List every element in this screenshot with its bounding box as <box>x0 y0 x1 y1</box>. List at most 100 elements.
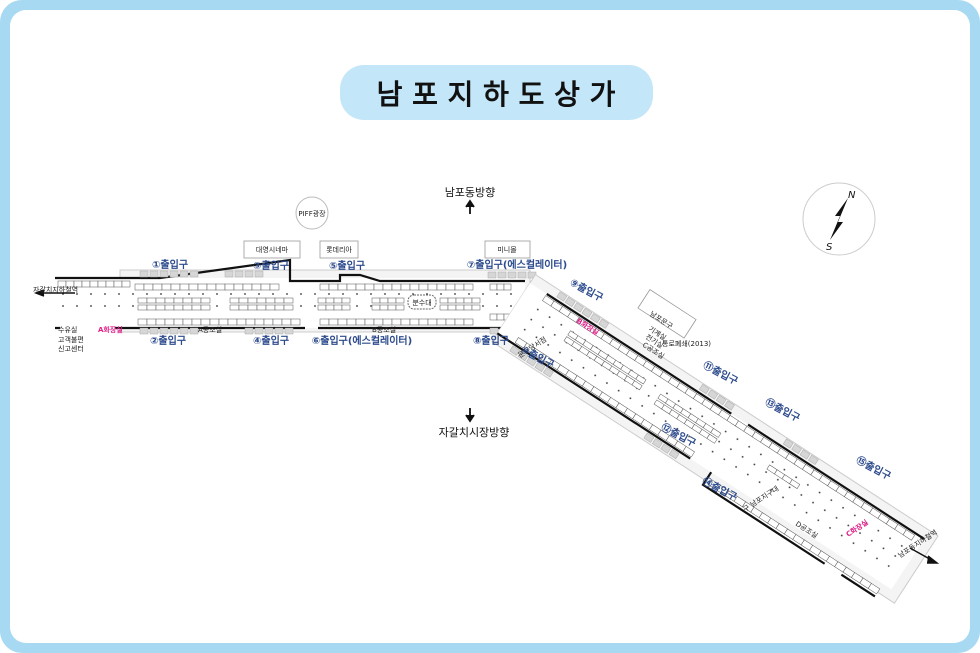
shop-unit <box>463 318 474 326</box>
shop-unit <box>121 280 131 288</box>
stair-step <box>179 327 189 335</box>
stair-step <box>139 270 149 278</box>
shop-unit <box>391 283 402 291</box>
shop-unit <box>400 283 411 291</box>
shop-unit <box>164 304 175 311</box>
shop-unit <box>496 313 505 321</box>
svg-text:S: S <box>826 242 833 253</box>
shop-unit <box>105 280 115 288</box>
shop-unit <box>260 283 271 291</box>
shop-unit <box>333 297 343 304</box>
shop-unit <box>251 283 262 291</box>
stair-step <box>808 454 819 465</box>
fountain-label: 분수대 <box>412 299 431 307</box>
shop-unit <box>346 318 357 326</box>
shop-unit <box>325 297 335 304</box>
shop-unit <box>182 318 193 326</box>
stair-step <box>159 327 169 335</box>
arrow-west-icon <box>33 289 75 297</box>
stair-step <box>169 327 179 335</box>
shop-unit <box>355 283 366 291</box>
shop-unit <box>188 283 199 291</box>
toilet-a: A화장실 <box>98 325 123 334</box>
shop-unit <box>215 283 226 291</box>
shop-unit <box>265 304 276 311</box>
shop-unit <box>471 304 481 311</box>
arrow-down-icon <box>465 408 475 423</box>
closed-passage: 통로폐쇄(2013) <box>662 339 711 348</box>
stair-step <box>234 270 244 278</box>
exit-5[interactable]: ⑤출입구 <box>329 259 365 272</box>
arrow-up-icon <box>465 199 475 214</box>
exit-6[interactable]: ⑥출입구(에스컬레이터) <box>312 334 412 347</box>
svg-text:N: N <box>848 190 856 201</box>
direction-south-label: 자갈치시장방향 <box>439 425 510 439</box>
stair-step <box>699 384 710 395</box>
shop-unit <box>395 297 405 304</box>
direction-north-label: 남포동방향 <box>445 186 496 199</box>
shop-unit <box>274 304 285 311</box>
shop-unit <box>337 318 348 326</box>
exit-3[interactable]: ③출입구 <box>253 259 289 272</box>
shop-unit <box>379 304 389 311</box>
shop-unit <box>283 304 294 311</box>
stair-step <box>724 400 735 411</box>
west-corridor: 분수대 <box>55 258 537 335</box>
shop-unit <box>328 283 339 291</box>
shop-unit <box>463 304 473 311</box>
shop-unit <box>447 304 457 311</box>
shop-unit <box>454 283 465 291</box>
shop-unit <box>269 283 280 291</box>
shop-unit <box>179 283 190 291</box>
shop-unit <box>274 297 285 304</box>
station-west: 자갈치지하철역 <box>33 285 78 294</box>
shop-unit <box>236 318 247 326</box>
shop-unit <box>445 283 456 291</box>
stair-step <box>284 327 294 335</box>
page-title: 남 포 지 하 도 상 가 <box>377 78 616 111</box>
shop-unit <box>436 283 447 291</box>
shop-unit <box>164 318 175 326</box>
stair-step <box>556 291 568 302</box>
shop-unit <box>272 318 283 326</box>
stair-step <box>264 327 274 335</box>
exit-1[interactable]: ①출입구 <box>152 258 188 271</box>
shop-unit <box>355 318 366 326</box>
shop-unit <box>902 529 916 541</box>
exit-2[interactable]: ②출입구 <box>150 334 186 347</box>
stair-step <box>564 296 576 307</box>
stair-step <box>254 270 264 278</box>
exit-4[interactable]: ④출입구 <box>253 334 289 347</box>
shop-unit <box>238 304 249 311</box>
stair-step <box>598 318 610 329</box>
shop-unit <box>233 283 244 291</box>
shop-unit <box>867 583 881 595</box>
shop-unit <box>191 297 202 304</box>
shop-unit <box>364 283 375 291</box>
stair-step <box>507 271 517 279</box>
stair-step <box>660 443 672 454</box>
stair-step <box>149 327 159 335</box>
stair-step <box>487 271 497 279</box>
shop-unit <box>436 318 447 326</box>
shop-unit <box>173 304 184 311</box>
facility-complaint-2: 신고센터 <box>58 344 84 353</box>
shop-unit <box>382 283 393 291</box>
shop-unit <box>134 283 145 291</box>
shop-unit <box>789 479 801 489</box>
shop-unit <box>427 318 438 326</box>
shop-unit <box>631 380 643 391</box>
shop-unit <box>379 297 389 304</box>
shop-unit <box>341 297 351 304</box>
shop-unit <box>463 283 474 291</box>
exit-8[interactable]: ⑧출입구 <box>473 334 509 347</box>
shop-unit <box>371 297 381 304</box>
stair-step <box>139 327 149 335</box>
exit-7[interactable]: ⑦출입구(에스컬레이터) <box>467 258 567 271</box>
shop-unit <box>155 297 166 304</box>
shop-unit <box>182 297 193 304</box>
shop-unit <box>146 318 157 326</box>
stair-step <box>791 443 802 455</box>
stair-step <box>189 327 199 335</box>
